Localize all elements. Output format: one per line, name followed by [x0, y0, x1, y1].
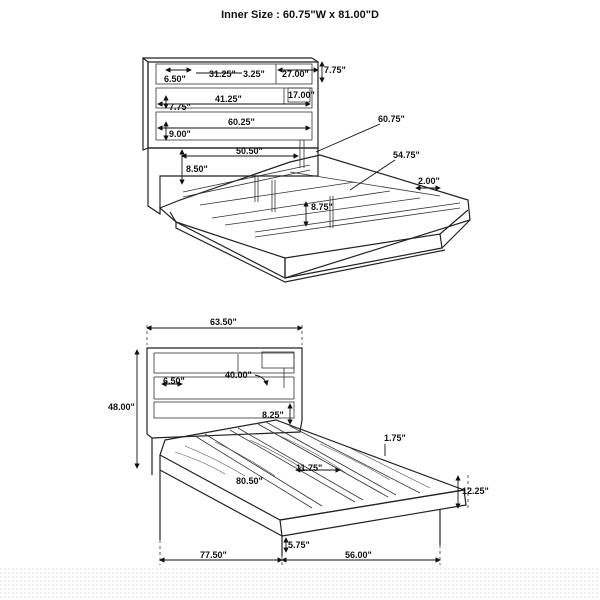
dim-top-60-25: 60.25"	[228, 117, 255, 127]
dim-top-41-25: 41.25"	[215, 94, 242, 104]
top-dimension-lines	[157, 61, 441, 227]
dim-top-2-00: 2.00"	[418, 176, 440, 186]
dim-top-27-00: 27.00"	[282, 69, 309, 79]
bottom-headboard-outline	[146, 347, 303, 439]
dim-top-3-25: 3.25"	[243, 69, 265, 79]
bottom-dimension-lines	[134, 325, 461, 563]
bottom-bed-drawing	[146, 347, 467, 556]
dim-top-8-50: 8.50"	[186, 164, 208, 174]
dim-top-9-00: 9.00"	[169, 129, 191, 139]
inner-size-title: Inner Size : 60.75"W x 81.00"D	[221, 9, 379, 21]
dim-bottom-5-75: 5.75"	[288, 540, 310, 550]
dim-bottom-12-25: 12.25"	[462, 486, 489, 496]
dim-bottom-1-75: 1.75"	[384, 433, 406, 443]
dim-bottom-40-00: 40.00"	[225, 370, 252, 380]
dim-top-60-75: 60.75"	[378, 114, 405, 124]
dim-top-17-00: 17.00"	[288, 90, 315, 100]
dim-bottom-6-50: 6.50"	[163, 376, 185, 386]
dim-bottom-63-50: 63.50"	[210, 317, 237, 327]
dim-top-8-75: 8.75"	[311, 202, 333, 212]
dim-top-31-25: 31.25"	[209, 69, 236, 79]
top-bed-drawing	[142, 56, 471, 283]
dim-bottom-48-00: 48.00"	[108, 402, 135, 412]
dim-bottom-80-50: 80.50"	[236, 476, 263, 486]
dim-top-7-75-b: 7.75"	[169, 102, 191, 112]
dim-bottom-8-25: 8.25"	[262, 410, 284, 420]
dim-top-54-75: 54.75"	[393, 150, 420, 160]
dim-top-6-50: 6.50"	[164, 74, 186, 84]
dim-top-50-50: 50.50"	[236, 146, 263, 156]
dim-bottom-56-00: 56.00"	[345, 550, 372, 560]
dotted-footer-band	[0, 566, 600, 600]
dim-top-7-75-a: 7.75"	[324, 65, 346, 75]
dim-bottom-11-75: 11.75"	[296, 463, 322, 473]
dim-bottom-77-50: 77.50"	[200, 550, 227, 560]
